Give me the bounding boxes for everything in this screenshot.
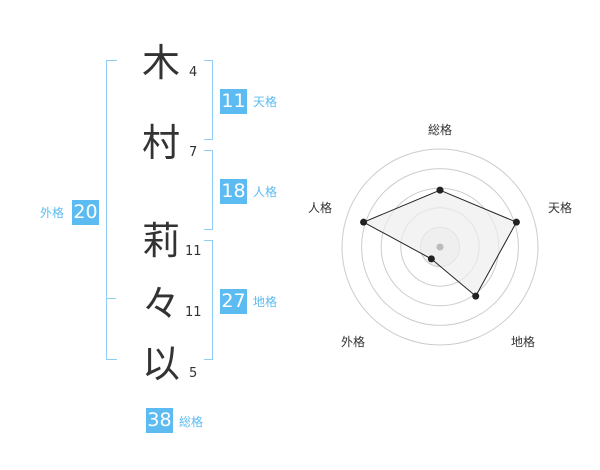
jinkaku-bracket	[204, 150, 213, 230]
soukaku-value-badge: 38	[146, 408, 173, 433]
chikaku-label: 地格	[253, 295, 278, 309]
gaikaku-value-badge: 20	[72, 200, 99, 225]
chikaku-bracket	[204, 240, 213, 360]
name-char-1: 木	[141, 41, 180, 85]
radar-point-1	[436, 186, 444, 194]
stroke-count-3: 11	[185, 244, 202, 259]
radar-point-2	[512, 218, 520, 226]
radar-ring-5	[341, 148, 539, 346]
radar-ring-4	[361, 168, 519, 326]
radar-label-chikaku: 地格	[511, 335, 536, 349]
radar-point-3	[472, 292, 480, 300]
radar-label-gaikaku: 外格	[341, 335, 366, 349]
radar-label-tenkaku: 天格	[548, 201, 573, 215]
soukaku-label: 総格	[179, 415, 204, 429]
radar-point-4	[427, 255, 435, 263]
stroke-count-1: 4	[189, 65, 198, 80]
name-char-5: 以	[141, 342, 180, 386]
tenkaku-label: 天格	[253, 95, 278, 109]
gaikaku-bracket-tick	[106, 298, 116, 299]
radar-label-soukaku: 総格	[428, 123, 453, 137]
stroke-count-2: 7	[189, 145, 198, 160]
tenkaku-bracket	[204, 60, 213, 140]
name-char-3: 莉	[141, 219, 180, 263]
radar-polygon	[362, 189, 518, 297]
radar-center	[436, 243, 444, 251]
stroke-count-5: 5	[189, 366, 198, 381]
radar-point-5	[360, 218, 368, 226]
jinkaku-label: 人格	[253, 185, 278, 199]
jinkaku-value-badge: 18	[220, 179, 247, 204]
radar-label-jinkaku: 人格	[308, 201, 333, 215]
name-char-2: 村	[141, 121, 180, 165]
tenkaku-value-badge: 11	[220, 89, 247, 114]
chikaku-value-badge: 27	[220, 289, 247, 314]
stroke-count-4: 11	[185, 305, 202, 320]
gaikaku-label: 外格	[40, 206, 65, 220]
name-char-4: 々	[141, 282, 180, 326]
gaikaku-bracket	[106, 60, 117, 360]
